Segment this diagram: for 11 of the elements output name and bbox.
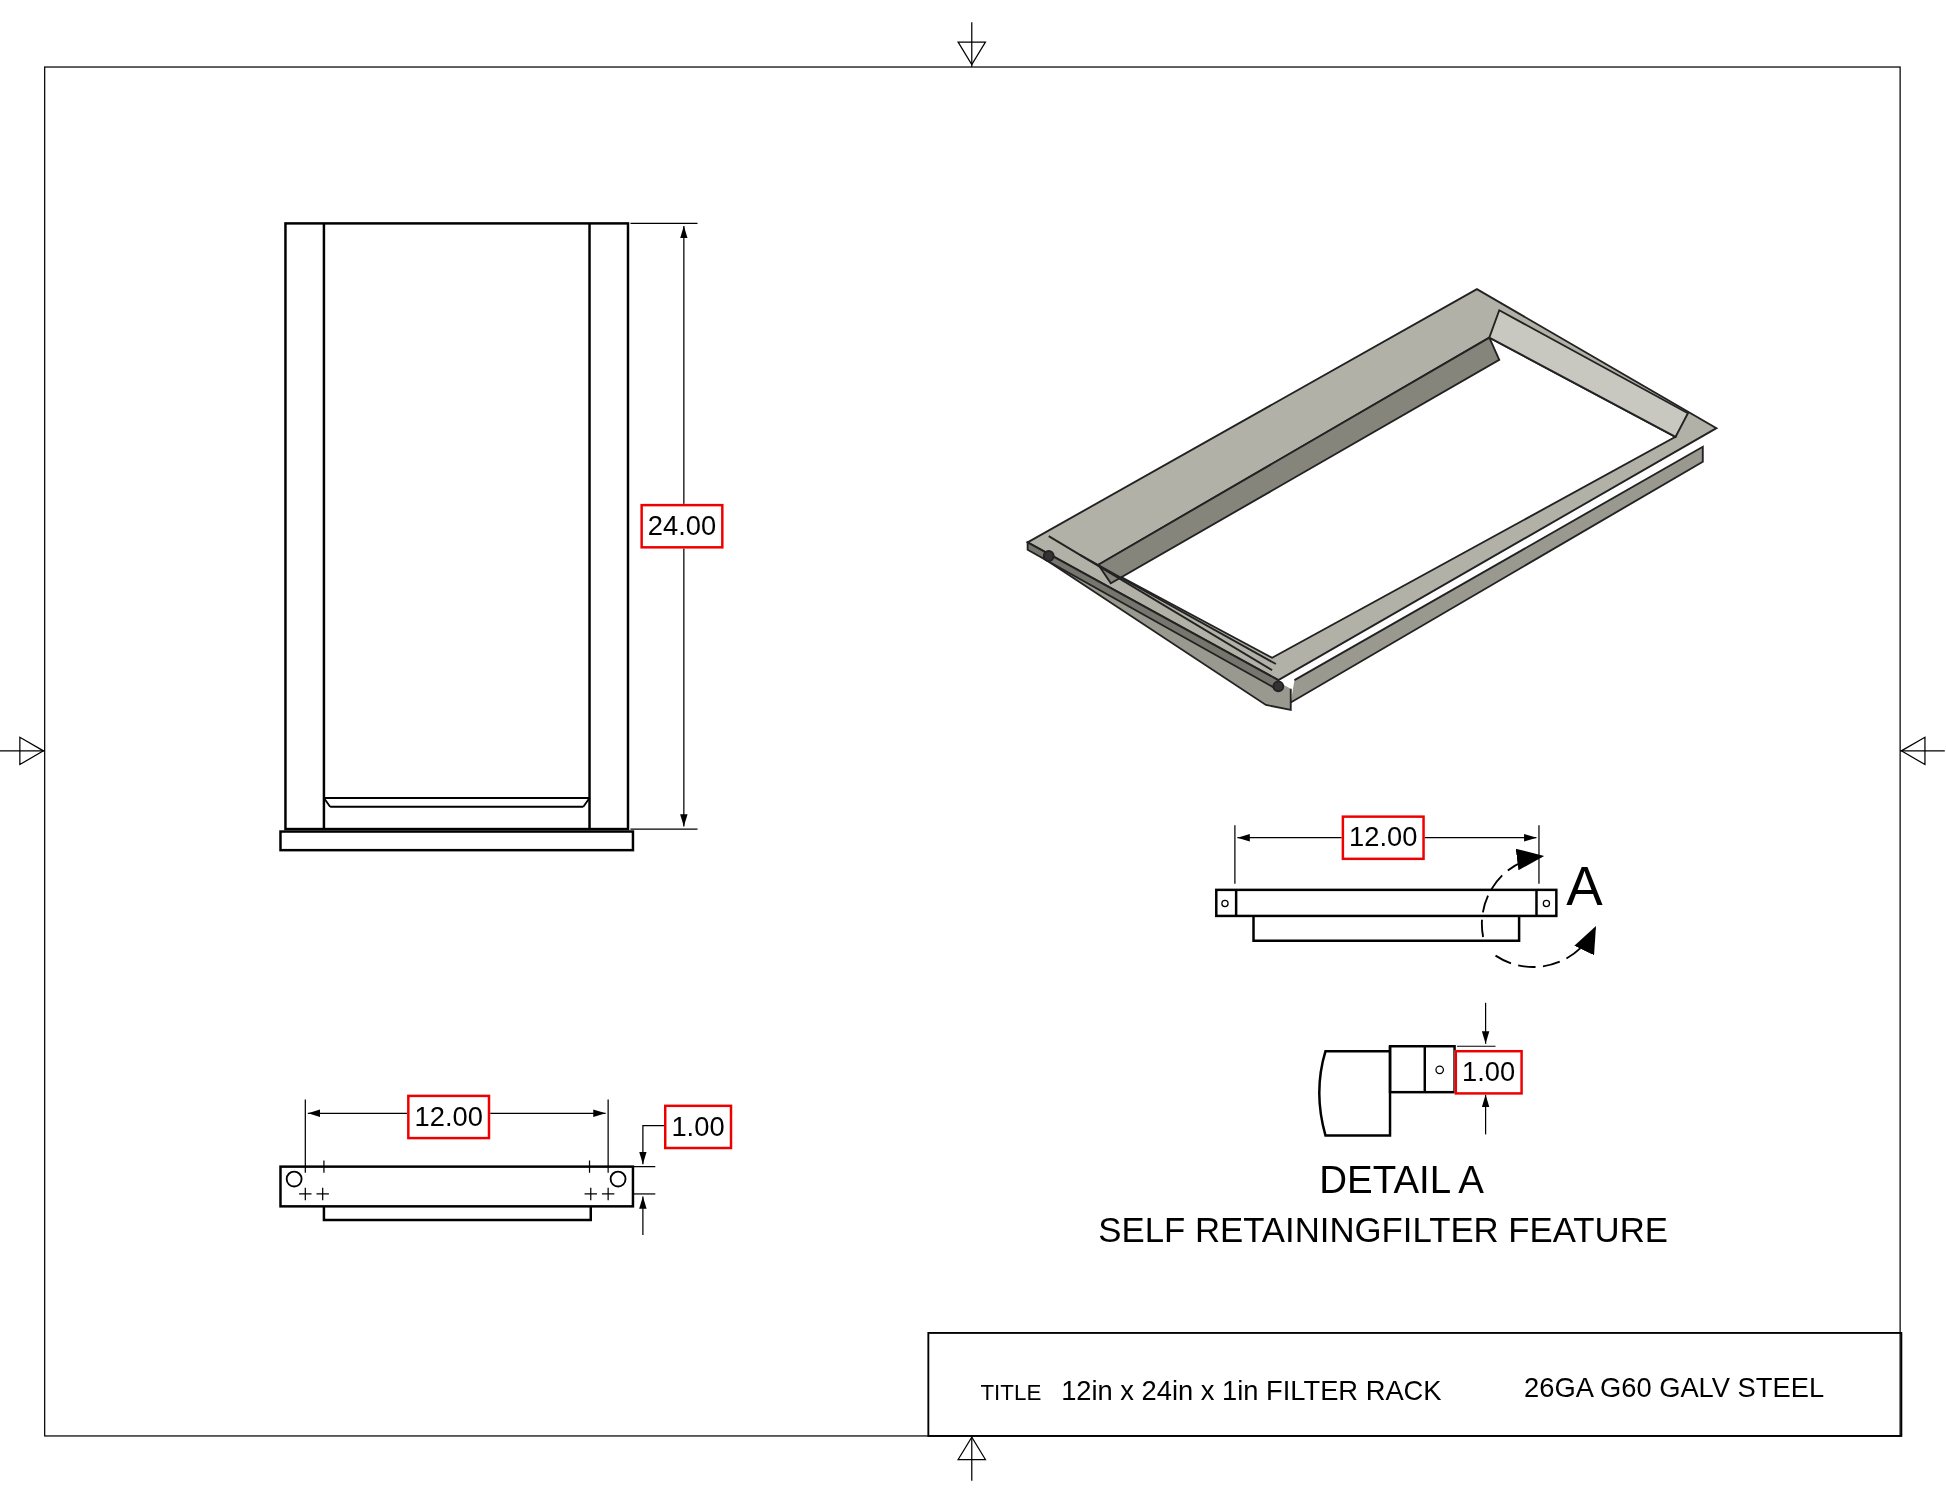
title-label: TITLE (980, 1381, 1042, 1404)
detail-caption: DETAIL A (1319, 1160, 1484, 1199)
title-text: 26GA G60 GALV STEEL (1524, 1375, 1825, 1403)
dimension-value: 1.00 (664, 1104, 733, 1150)
dimension-value: 24.00 (640, 503, 724, 549)
dimension-value: 1.00 (1454, 1049, 1523, 1095)
detail-caption: SELF RETAININGFILTER FEATURE (1098, 1213, 1668, 1249)
dimension-value: 12.00 (1341, 815, 1425, 861)
dimension-value: 12.00 (407, 1094, 491, 1140)
title-text: 12in x 24in x 1in FILTER RACK (1061, 1377, 1442, 1405)
detail-letter: A (1566, 858, 1603, 914)
